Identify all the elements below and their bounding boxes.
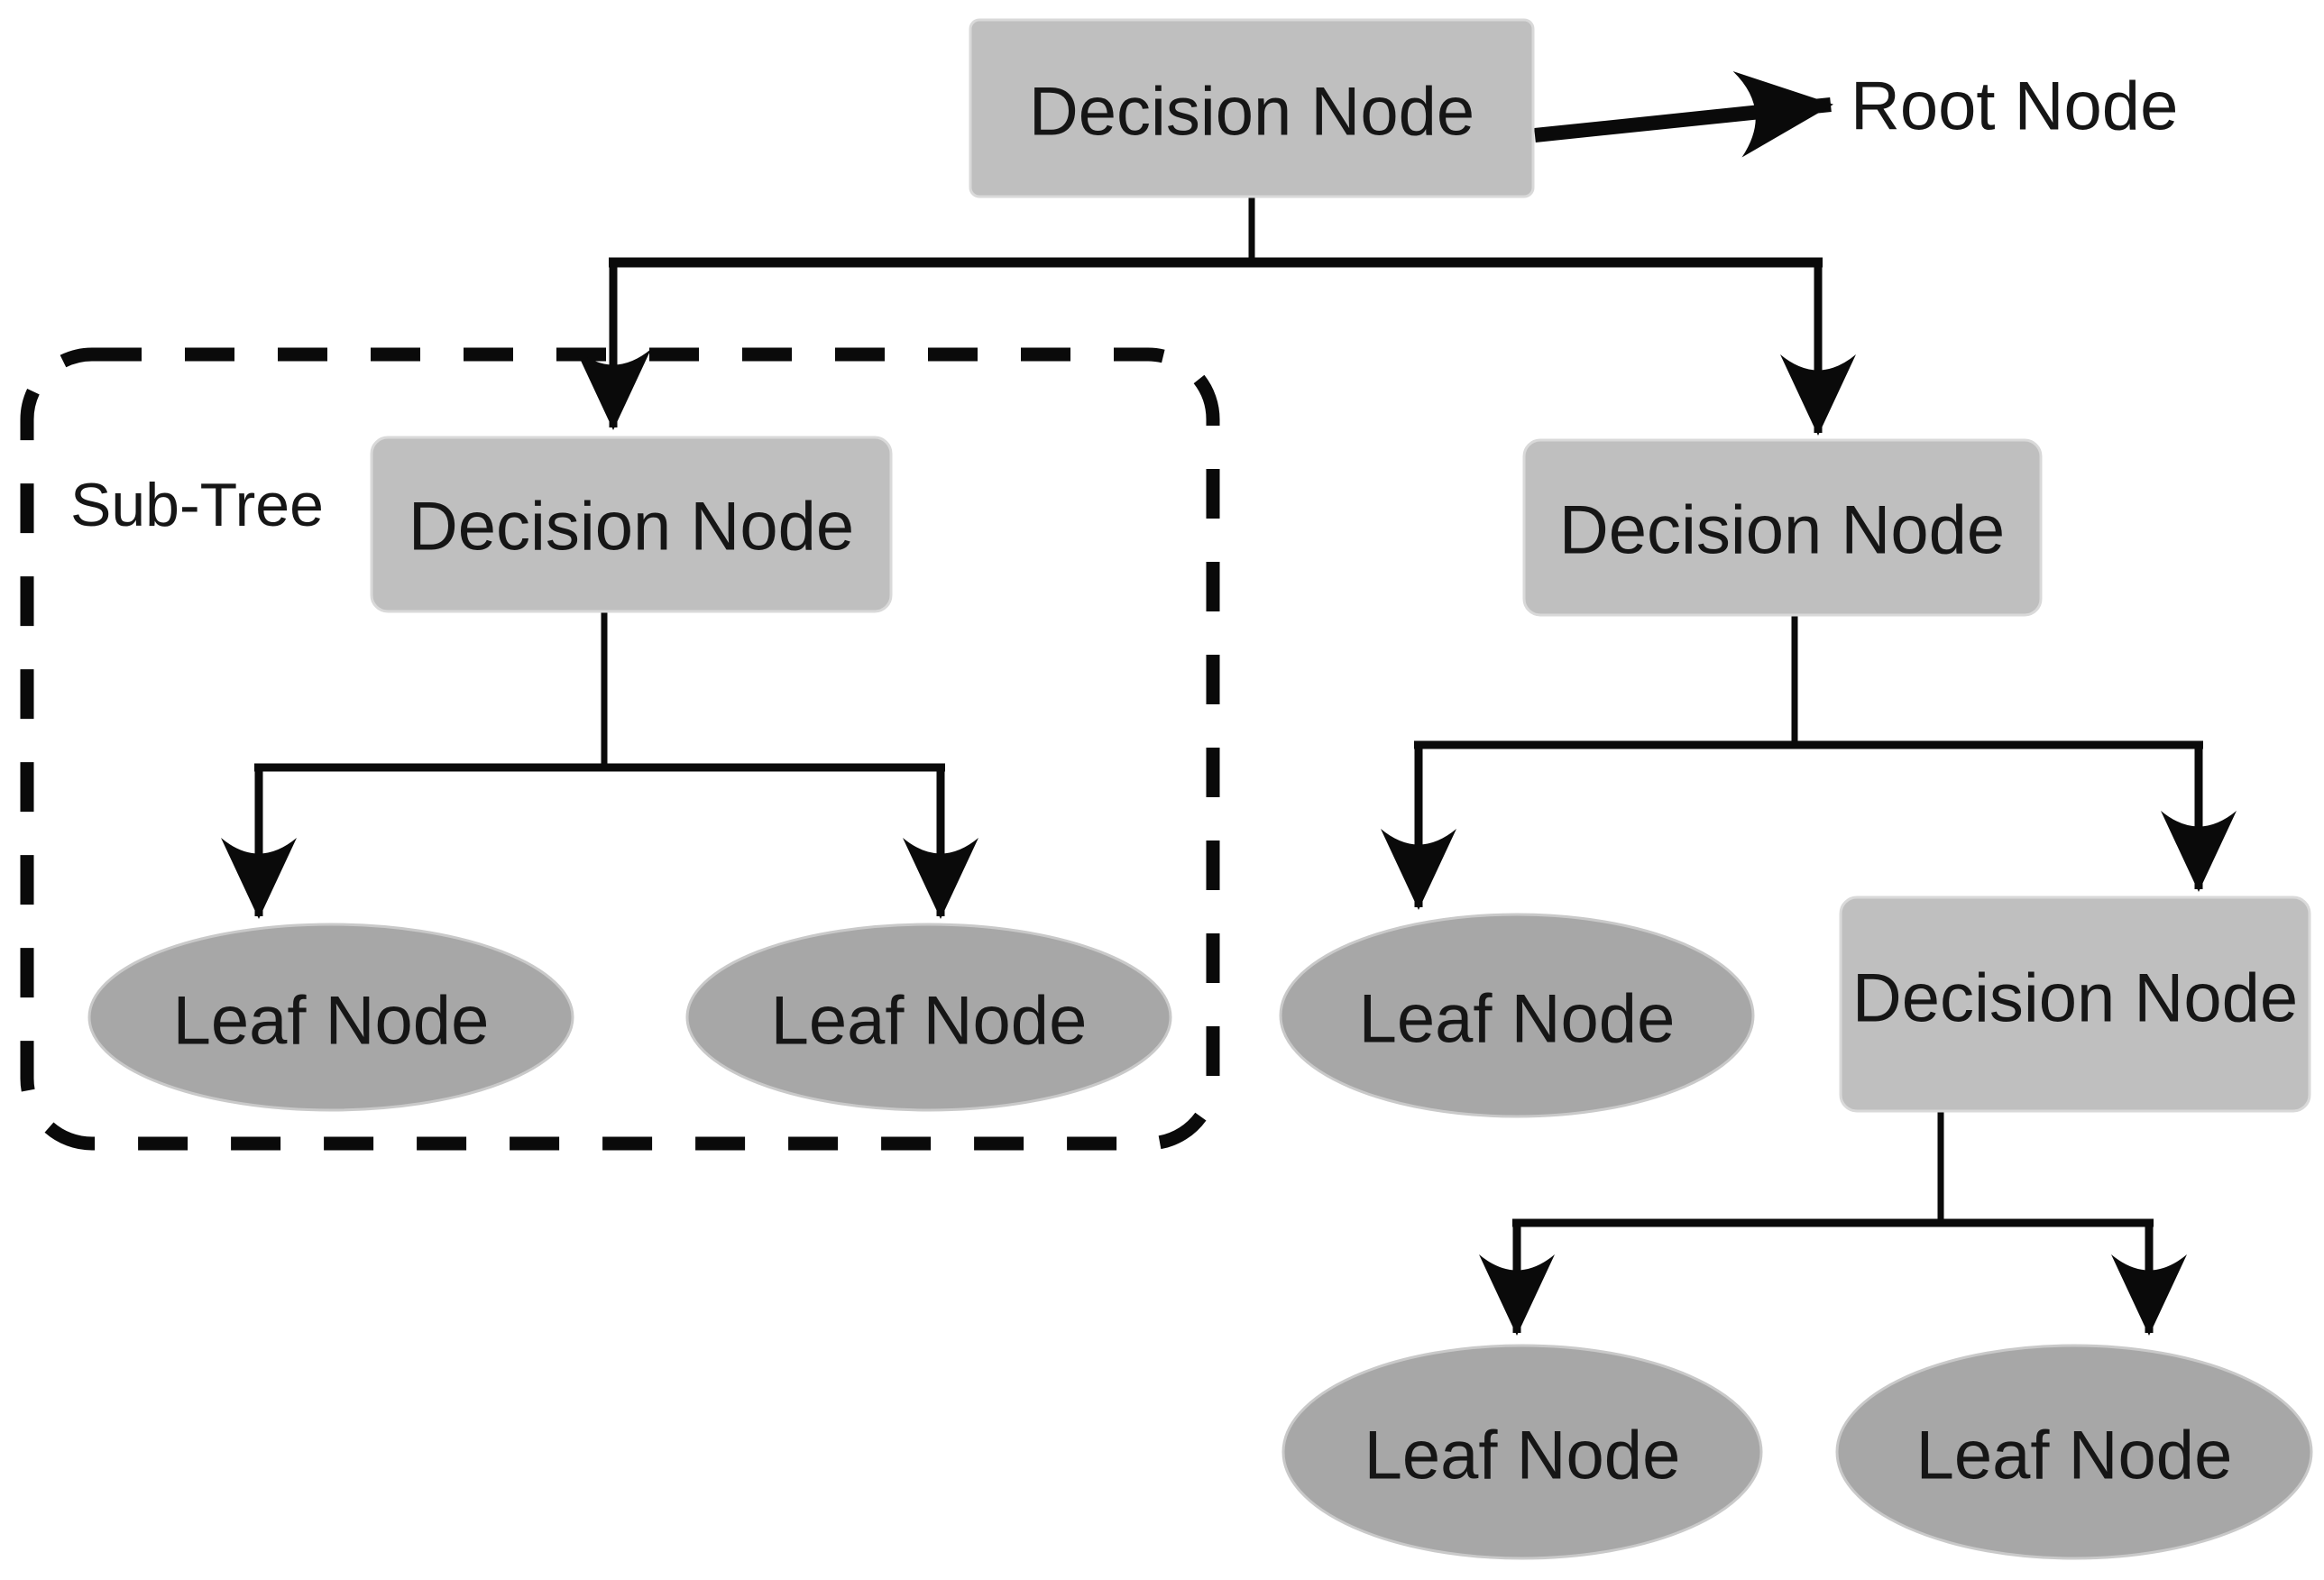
subtree-label: Sub-Tree	[70, 471, 324, 539]
root-decision-node-rect	[969, 18, 1535, 198]
left-leaf-1-label: Leaf Node	[173, 983, 490, 1060]
root-pointer-arrow	[1534, 70, 1833, 158]
left-decision-node-rect	[370, 436, 893, 613]
leaf-nodes	[87, 913, 2313, 1560]
left-decision-node-label: Decision Node	[409, 489, 854, 565]
connectors	[221, 195, 2237, 1336]
right-leaf-1-label: Leaf Node	[1359, 981, 1676, 1058]
decision-nodes	[370, 18, 2311, 1113]
sub-leaf-2-ellipse	[1835, 1344, 2313, 1560]
sub-leaf-1-label: Leaf Node	[1364, 1418, 1681, 1494]
sub-decision-node-label: Decision Node	[1852, 960, 2298, 1037]
sub-leaf-1-ellipse	[1281, 1344, 1763, 1560]
root-decision-node-label: Decision Node	[1029, 74, 1474, 151]
subtree-dashed-container	[20, 347, 1220, 1151]
left-leaf-1-ellipse	[87, 923, 574, 1112]
left-leaf-2-ellipse	[685, 923, 1172, 1112]
sub-decision-node-rect	[1839, 896, 2311, 1113]
sub-leaf-2-label: Leaf Node	[1916, 1418, 2233, 1494]
left-leaf-2-label: Leaf Node	[771, 983, 1088, 1060]
node-labels: Decision Node Decision Node Decision Nod…	[173, 74, 2299, 1494]
right-leaf-1-ellipse	[1279, 913, 1755, 1118]
root-pointer-label: Root Node	[1851, 69, 2178, 145]
right-decision-node-rect	[1522, 438, 2043, 617]
right-decision-node-label: Decision Node	[1559, 492, 2005, 569]
